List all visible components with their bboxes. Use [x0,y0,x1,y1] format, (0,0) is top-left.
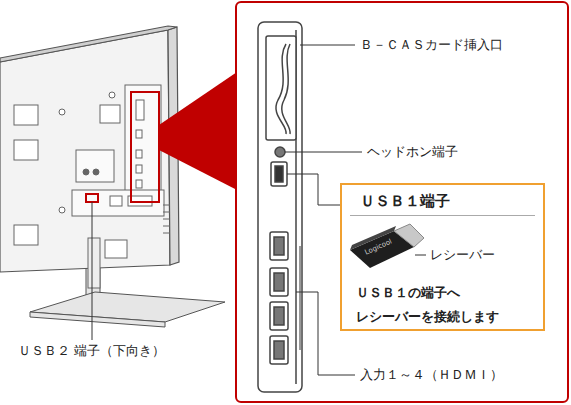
tv-details [76,150,114,182]
terminal-panel [270,302,288,330]
tv-back [0,26,179,272]
terminal-panel [271,162,287,186]
leader-line [300,45,355,46]
leader-line [287,174,340,205]
terminal-panel [276,44,286,134]
tv-details [109,92,115,98]
receiver-dongle [394,224,424,247]
tv-stand [30,292,225,322]
tv-details [136,150,142,158]
leader-line [285,152,362,153]
separator-line [350,215,535,216]
leader-line [340,205,342,206]
tv-details [59,207,65,213]
terminal-panel [270,268,288,296]
tv-details [88,238,100,288]
tv-details [110,196,122,206]
terminal-panel [282,44,290,134]
leader-line [92,202,93,340]
part-label: 入力１～４（ＨＤＭＩ） [360,366,503,384]
tv-details [163,226,170,227]
tv-details [125,85,161,215]
tv-details [136,180,142,188]
terminal-panel [270,232,288,260]
tv-back [0,30,170,272]
tv-details [59,109,65,115]
tv-details [14,85,170,288]
tv-details [136,130,142,138]
tv-details [136,165,142,173]
zoom-highlight [86,92,159,202]
tv-details [136,100,144,120]
tv-details [105,240,127,258]
tv-stand [30,312,165,327]
tv-details [100,105,120,123]
tv-details [83,169,89,175]
terminal-panel [274,273,284,291]
tv-details [163,212,170,213]
part-label: レシーバー [430,246,495,264]
terminal-panel [258,22,302,392]
tv-details [109,202,115,208]
leader-line [300,246,301,350]
zoom-wedge [159,72,237,190]
zoom-highlight [131,92,159,202]
terminal-panel [270,336,288,364]
terminal-panel [295,30,297,384]
terminal-panel [275,147,285,157]
tv-details [163,233,170,234]
part-label: ヘッドホン端子 [367,143,458,161]
tv-details [163,205,170,206]
terminal-panel [258,22,302,392]
terminal-panel [274,237,284,255]
terminal-panel [274,307,284,325]
terminal-panel [266,36,296,140]
zoom-panel [236,2,568,402]
box-heading: ＵＳＢ１端子 [360,191,530,211]
leader-line [415,255,426,256]
tv-details [72,190,164,216]
tv-stand [30,255,225,327]
tv-details [128,196,152,206]
terminal-panel [274,341,284,359]
tv-details [93,169,99,175]
terminal-panel [275,166,283,182]
part-label: Ｂ－ＣＡＳカード挿入口 [360,36,503,54]
box-note: ＵＳＢ１の端子へ レシーバーを接続します [356,281,536,329]
tv-details [14,140,38,160]
tv-details [163,219,170,220]
tv-details [14,225,38,245]
receiver-dongle [350,224,424,268]
leader-line [415,255,426,256]
tv-details [14,105,38,125]
zoom-highlight [86,194,98,202]
tv-stand [86,255,100,300]
tv-back [168,27,179,265]
tv-back [0,26,177,62]
part-label: ＵＳＢ２ 端子（下向き） [18,342,165,360]
